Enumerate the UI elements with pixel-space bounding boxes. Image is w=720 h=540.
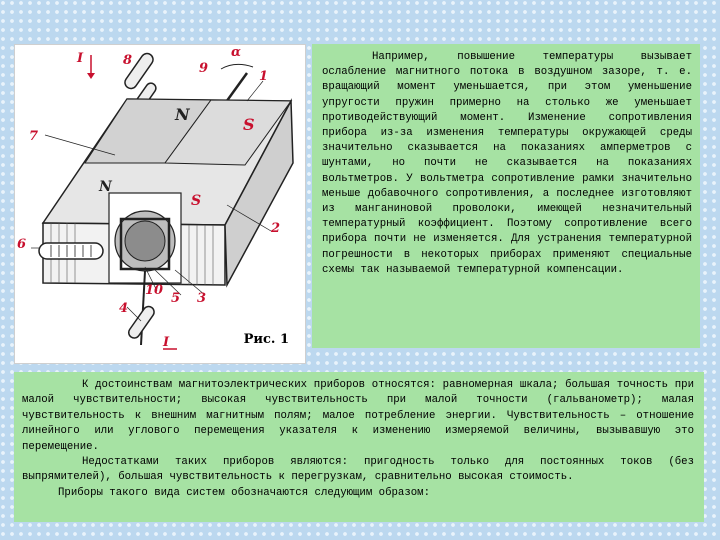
alpha-label: α xyxy=(231,45,242,60)
disadvantages-paragraph: Недостатками таких приборов являются: пр… xyxy=(22,456,694,484)
instrument-figure: I 8 9 α 1 7 N S N S 2 6 10 5 3 4 I Рис. … xyxy=(14,44,306,364)
pole-n-top: N xyxy=(175,105,190,124)
temperature-text-block: Например, повышение температуры вызывает… xyxy=(312,44,700,348)
label-4: 4 xyxy=(119,301,129,316)
advantages-paragraph: К достоинствам магнитоэлектрических приб… xyxy=(22,379,694,453)
label-5: 5 xyxy=(171,291,181,306)
advantages-text-block: К достоинствам магнитоэлектрических приб… xyxy=(14,372,704,522)
label-2: 2 xyxy=(271,221,281,236)
designation-paragraph: Приборы такого вида систем обозначаются … xyxy=(58,486,430,499)
current-top-label: I xyxy=(77,51,84,66)
current-bottom-label: I xyxy=(163,335,170,350)
label-3: 3 xyxy=(197,291,207,306)
pole-s-mid: S xyxy=(191,193,202,209)
label-8: 8 xyxy=(123,53,133,68)
label-7: 7 xyxy=(29,129,39,144)
label-1: 1 xyxy=(259,69,269,84)
pole-n-mid: N xyxy=(99,179,112,195)
label-10: 10 xyxy=(145,283,164,298)
label-9: 9 xyxy=(199,61,209,76)
label-6: 6 xyxy=(17,237,27,252)
pole-s-top: S xyxy=(243,115,255,134)
instrument-drawing xyxy=(31,52,294,350)
figure-caption: Рис. 1 xyxy=(243,332,289,347)
